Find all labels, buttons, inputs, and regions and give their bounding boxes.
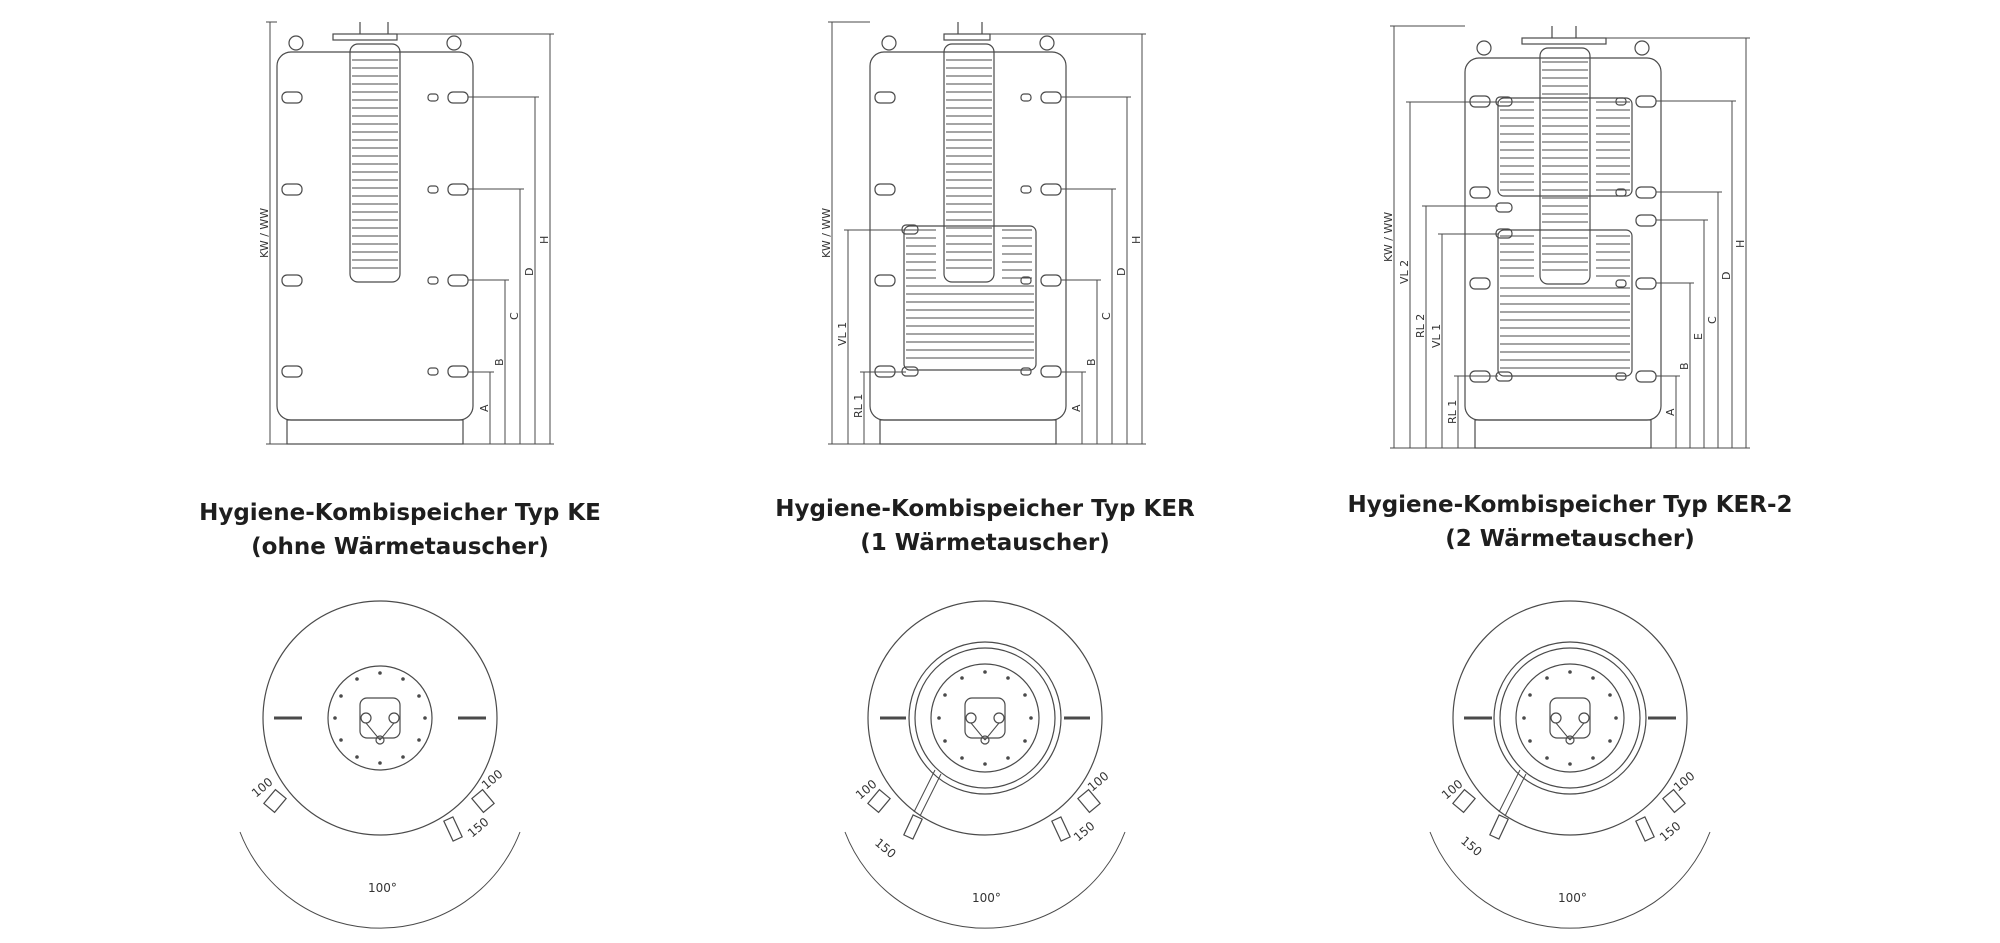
angle-label-ker2: 100° [1558, 891, 1587, 905]
dimension-lines-left-ker2 [1390, 25, 1498, 448]
ports-left-ke [281, 91, 303, 378]
tank-top-view-ker [844, 600, 1126, 929]
dim-100-right-ke: 100 [479, 767, 506, 792]
dim-100-left-ker2: 100 [1439, 777, 1466, 802]
dim-label-rl1-ker2: RL 1 [1446, 400, 1459, 424]
tank-top-view-ker2 [1429, 600, 1711, 929]
caption-ker: Hygiene-Kombispeicher Typ KER (1 Wärmeta… [735, 492, 1235, 560]
dim-label-h-ke: H [538, 236, 551, 244]
dim-150-right-ker2: 150 [1657, 819, 1684, 844]
dim-label-c-ke: C [508, 312, 521, 320]
tank-side-view-ker2 [1390, 25, 1750, 449]
dim-label-b-ke: B [493, 358, 506, 366]
dim-label-d-ker2: D [1720, 272, 1733, 280]
dim-label-vl1-ker: VL 1 [836, 322, 849, 346]
dim-label-c-ker: C [1100, 312, 1113, 320]
heat-exchanger-coil-ke [349, 43, 401, 283]
dim-100-left-ker: 100 [853, 777, 880, 802]
dim-label-a-ker2: A [1664, 408, 1677, 416]
dim-150-left-ker: 150 [872, 836, 899, 861]
caption-title-ker: Hygiene-Kombispeicher Typ KER [775, 496, 1195, 522]
dim-150-right-ker: 150 [1071, 819, 1098, 844]
tank-side-view-ker [828, 21, 1146, 445]
angle-label-ke: 100° [368, 881, 397, 895]
dim-label-a-ke: A [478, 404, 491, 412]
dim-label-kw-ww-ker: KW / WW [820, 208, 833, 258]
dim-150-ke: 150 [465, 815, 492, 840]
tank-top-view-ke [239, 600, 521, 929]
dim-label-h-ker2: H [1734, 240, 1747, 248]
dim-label-h-ker: H [1130, 236, 1143, 244]
dim-label-vl1-ker2: VL 1 [1430, 324, 1443, 348]
dim-label-kw-ww-ke: KW / WW [258, 208, 271, 258]
dimension-lines-left-ker [828, 21, 906, 444]
ports-right-ke [427, 91, 469, 378]
dimension-lines-right-ker2 [1390, 37, 1750, 449]
dim-label-d-ker: D [1115, 268, 1128, 276]
angle-label-ker: 100° [972, 891, 1001, 905]
hygiene-coil-ker2 [1539, 47, 1591, 285]
dim-label-a-ker: A [1070, 404, 1083, 412]
dim-label-e-ker2: E [1692, 333, 1705, 340]
caption-title-ke: Hygiene-Kombispeicher Typ KE [199, 500, 601, 526]
dimension-lines-ke [266, 33, 554, 445]
dim-label-d-ke: D [523, 268, 536, 276]
caption-title-ker2: Hygiene-Kombispeicher Typ KER-2 [1347, 492, 1793, 518]
dim-label-vl2-ker2: VL 2 [1398, 260, 1411, 284]
dim-100-left-ke: 100 [249, 775, 276, 800]
dim-label-b-ker2: B [1678, 362, 1691, 370]
tank-side-view-ke [266, 21, 554, 445]
heat-exchanger-coil-ker [903, 225, 1037, 371]
dim-150-left-ker2: 150 [1458, 834, 1485, 859]
dimension-lines-right-ker [828, 33, 1146, 445]
caption-subtitle-ker2: (2 Wärmetauscher) [1445, 526, 1695, 552]
dim-label-b-ker: B [1085, 358, 1098, 366]
caption-ker2: Hygiene-Kombispeicher Typ KER-2 (2 Wärme… [1320, 488, 1820, 556]
hygiene-coil-ker [943, 43, 995, 283]
caption-subtitle-ker: (1 Wärmetauscher) [860, 530, 1110, 556]
dim-label-rl2-ker2: RL 2 [1414, 314, 1427, 338]
dim-label-rl1-ker: RL 1 [852, 394, 865, 418]
caption-ke: Hygiene-Kombispeicher Typ KE (ohne Wärme… [150, 496, 650, 564]
caption-subtitle-ke: (ohne Wärmetauscher) [251, 534, 549, 560]
heat-exchanger-1-ker2 [1497, 229, 1633, 377]
dim-label-kw-ww-ker2: KW / WW [1382, 212, 1395, 262]
heat-exchanger-2-ker2 [1497, 97, 1633, 197]
dim-label-c-ker2: C [1706, 316, 1719, 324]
